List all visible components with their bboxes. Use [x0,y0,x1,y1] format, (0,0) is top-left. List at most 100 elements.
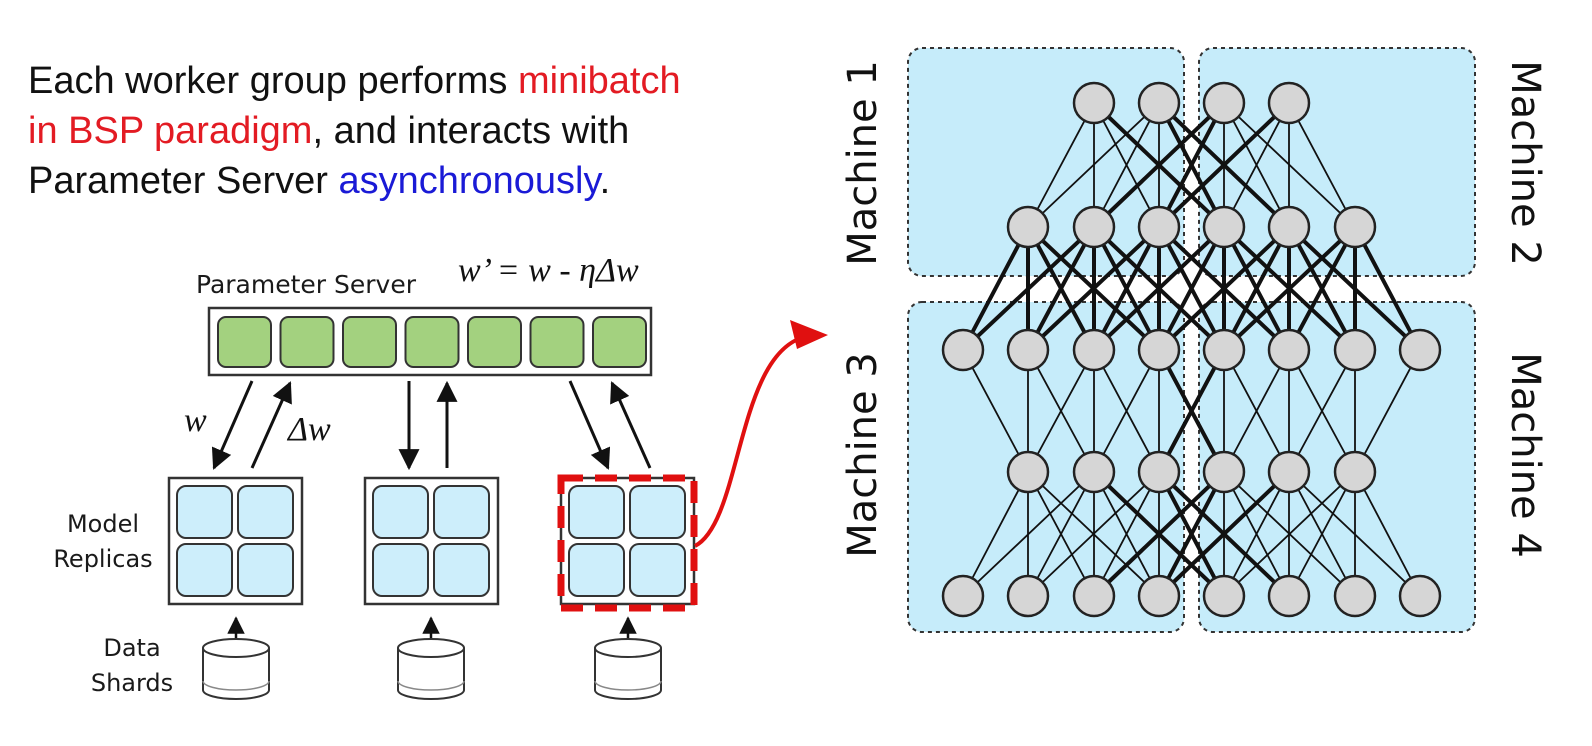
update-rule: w’ = w - ηΔw [458,252,639,289]
data-shard-3 [594,616,662,700]
parameter-block [342,316,397,368]
replica-shard-block [568,543,625,597]
network-edge [1157,470,1291,598]
cylinder-body [594,648,662,700]
replica-shard-block [629,543,686,597]
network-node [1267,328,1311,372]
network-edge [1157,101,1291,229]
parameter-block [217,316,272,368]
network-edge [1157,348,1226,474]
network-edge [1027,471,1095,597]
network-edge [1288,102,1356,228]
replica-shard-block [568,485,625,539]
network-edge [1093,102,1160,228]
network-node [1137,450,1181,494]
network-node [1072,450,1116,494]
network-edge [1354,349,1421,473]
parameter-block [592,316,647,368]
network-edge [962,349,1029,473]
data-shards [202,616,662,700]
network-node [941,328,985,372]
model-replicas-line1: Model [67,510,139,538]
network-edge [1354,471,1421,597]
replica-shard-block [433,543,490,597]
network-edges [961,101,1422,598]
data-shards-line2: Shards [91,669,173,697]
network-edge [1027,102,1160,228]
network-edge [1093,471,1160,597]
replica-shard-block [237,543,294,597]
intro-line1-plain: Each worker group performs [28,60,518,102]
network-node [1137,328,1181,372]
network-edge [1092,225,1161,352]
network-node [1398,574,1442,618]
network-edge [1288,349,1356,473]
cylinder-top [397,638,465,658]
network-node [1137,574,1181,618]
intro-asynchronously: asynchronously [338,160,600,202]
intro-text: Each worker group performs minibatch in … [28,56,788,206]
network-node [1202,450,1246,494]
replica-shard-block [629,485,686,539]
dw-label: Δw [286,411,331,448]
w-arrow-3 [568,380,611,470]
network-node [1202,574,1246,618]
network-edge [1222,225,1357,352]
network-edge [1222,225,1291,352]
network-edge [1027,471,1160,597]
dw-arrow-3 [610,381,652,469]
network-node [1137,81,1181,125]
model-replica-1 [167,476,304,606]
network-node [1398,328,1442,372]
replica-shard-block [372,485,429,539]
intro-minibatch: minibatch [517,60,681,102]
parameter-server-label: Parameter Server [196,270,417,299]
machine-2-label: Machine 2 [1502,60,1548,266]
ps-arrows [211,380,652,471]
network-edge [1223,471,1290,597]
network-node [1333,574,1377,618]
network-node [1006,574,1050,618]
network-node [1333,450,1377,494]
network-edge [1223,349,1290,473]
parameter-server [207,306,653,377]
network-edge [1287,225,1357,352]
cylinder-line [594,680,662,691]
network-edge [1027,349,1095,473]
network-node [1202,81,1246,125]
network-node [1333,328,1377,372]
network-edge [1157,101,1226,229]
parameter-block [404,316,460,368]
replica-shard-block [176,485,233,539]
network-node [1202,328,1246,372]
data-shard-2 [397,616,465,700]
network-edge [1157,225,1291,352]
replica-shard-block [237,485,294,539]
network-nodes [941,81,1442,618]
model-replicas-line2: Replicas [53,545,152,573]
zoom-connector-arrowhead [790,320,828,349]
network-node [1072,328,1116,372]
network-node [1006,328,1050,372]
machine-1-label: Machine 1 [840,60,886,266]
network-edge [1026,225,1096,352]
replica-shard-block [176,543,233,597]
network-edge [1157,470,1226,598]
network-node [1137,205,1181,249]
model-replica-3 [559,476,696,606]
data-shards-line1: Data [103,634,160,662]
parameter-blocks [217,316,647,368]
cylinder-top [202,638,270,658]
network-edge [1026,225,1161,352]
network-edge [961,225,1030,352]
intro-line3-plain: Parameter Server [28,160,339,202]
network-edge [1092,470,1226,598]
network-node [1202,205,1246,249]
network-node [1333,205,1377,249]
zoom-connector-arrow [693,333,819,548]
parameter-block [279,316,335,368]
network-edge [1223,471,1356,597]
network-edge [1157,225,1226,352]
intro-line2-plain: , and interacts with [312,110,630,152]
